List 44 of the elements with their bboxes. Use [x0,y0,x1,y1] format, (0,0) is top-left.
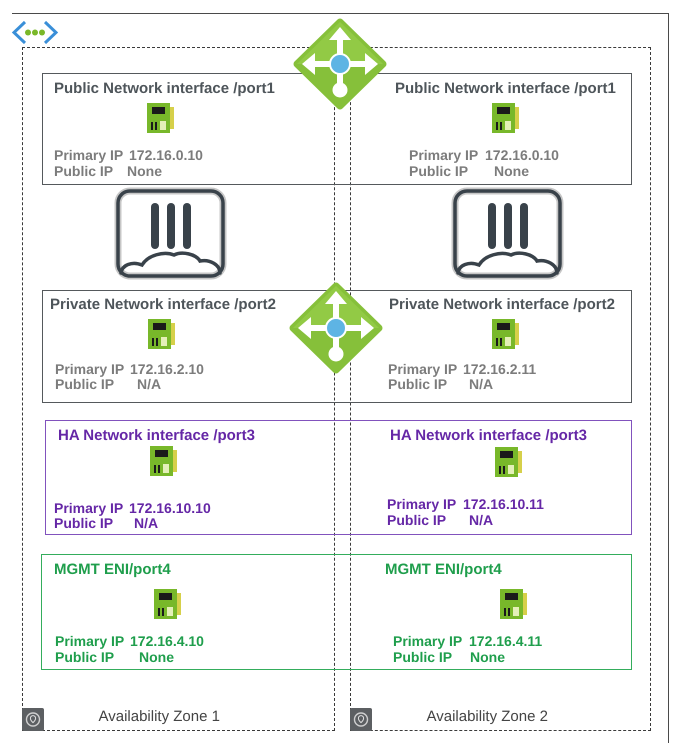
field-value: 172.16.2.10 [130,360,204,378]
field-value: 172.16.0.10 [485,146,559,164]
interface-panel [45,420,632,535]
interface-panel [41,554,632,670]
field-value: 172.16.4.10 [130,632,204,650]
field-label: Primary IP [54,146,124,164]
field-value: 172.16.2.11 [463,360,536,378]
field-label: Primary IP [55,632,124,650]
field-label: Public IP [393,648,452,666]
field-value: 172.16.4.11 [469,632,542,650]
field-label: Public IP [54,162,114,180]
field-value: None [127,162,162,180]
field-label: Public IP [388,376,448,392]
field-label: Public IP [387,512,446,528]
zone-label: Availability Zone 1 [98,708,220,726]
field-value: None [139,648,174,666]
panel-heading: Private Network interface /port2 [389,296,615,314]
field-label: Primary IP [55,360,124,378]
field-value: N/A [469,376,494,392]
field-value: N/A [469,512,494,528]
field-value: 172.16.10.10 [129,500,211,516]
panel-heading: MGMT ENI/port4 [385,561,502,579]
panel-heading: HA Network interface /port3 [58,427,255,445]
zone-label: Availability Zone 2 [426,708,548,726]
panel-heading: HA Network interface /port3 [390,427,587,445]
field-label: Primary IP [54,500,124,516]
field-label: Primary IP [387,496,456,512]
field-value: N/A [137,376,162,392]
field-label: Public IP [409,162,468,180]
panel-heading: Private Network interface /port2 [50,296,276,314]
field-value: N/A [134,514,158,532]
field-label: Primary IP [388,360,458,378]
field-value: 172.16.0.10 [129,146,203,164]
field-value: 172.16.10.11 [463,496,544,512]
panel-heading: Public Network interface /port1 [395,80,616,98]
field-label: Primary IP [409,146,478,164]
panel-heading: Public Network interface /port1 [54,80,275,98]
panel-heading: MGMT ENI/port4 [54,561,171,579]
field-label: Primary IP [393,632,462,650]
field-label: Public IP [55,648,114,666]
field-label: Public IP [54,514,114,532]
field-value: None [470,648,505,666]
field-value: None [494,162,529,180]
field-label: Public IP [55,376,114,392]
